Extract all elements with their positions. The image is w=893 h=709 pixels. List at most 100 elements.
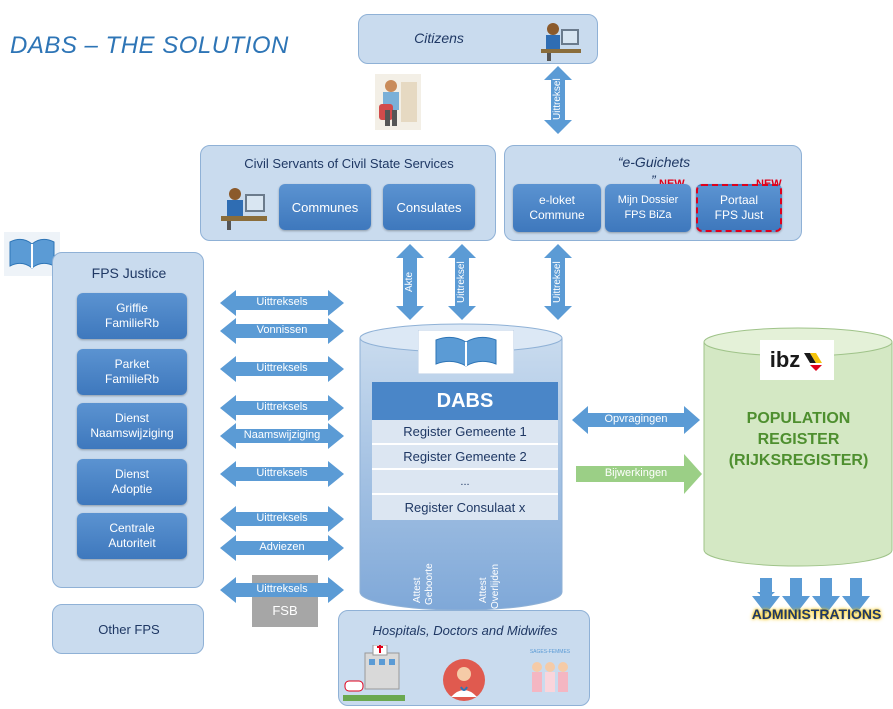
citizens-label: Citizens [414,30,464,46]
other-fps-label: Other FPS [98,622,160,637]
button-line: FPS BiZa [624,209,672,221]
double-arrow [544,244,572,320]
dabs-register-table: DABS Register Gemeente 1 Register Gemeen… [372,382,558,520]
register-row: Register Gemeente 2 [372,445,558,470]
button-line: Autoriteit [108,536,156,550]
arrow-label: Naamswijziging [243,429,321,441]
midwifes-image: SAGES-FEMMES [527,649,573,701]
button-line: Parket [114,357,150,371]
page-title: DABS – THE SOLUTION [10,32,289,59]
consulates-button[interactable]: Consulates [383,184,475,230]
e-guichets-quote: ” [651,172,656,188]
arrow-label: Uittreksels [256,583,308,595]
fps-justice-title: FPS Justice [91,265,167,281]
hospitals-panel: Hospitals, Doctors and Midwifes SAGES-FE… [338,610,590,706]
button-line: Griffie [116,301,148,315]
button-line: e-loket [538,193,575,207]
button-line: Dienst [114,467,149,481]
traveler-icon [375,74,421,130]
register-row: Register Gemeente 1 [372,420,558,445]
ibz-logo: ibz [760,340,834,380]
clerk-at-computer-icon [221,188,267,230]
arrow-label: Uittreksels [256,296,308,308]
arrow-label: Uittreksel [456,261,467,303]
arrow-label: Uittreksels [256,401,308,413]
doctor-icon [443,659,485,701]
e-guichets-title: “e-Guichets [617,154,691,170]
button-line: Dienst [114,411,149,425]
other-fps-panel: Other FPS [52,604,204,654]
button-line: Adoptie [111,482,153,496]
double-arrow [220,395,344,421]
button-line: Naamswijziging [90,426,174,440]
arrow-label: Uittreksels [256,362,308,374]
arrow-label: Akte [404,272,415,293]
bijwerkingen-label: Bijwerkingen [604,467,668,479]
double-arrow [220,318,344,344]
register-row: Register Consulaat x [372,495,558,520]
ibz-logo-text: ibz [769,347,801,372]
arrow-label: Geboorte [424,563,435,605]
double-arrow [220,461,344,487]
down-arrow [782,578,810,614]
midwives-icon [532,662,568,692]
book-logo-icon [418,330,514,374]
book-logo-icon [4,232,60,276]
arrow-label: Vonnissen [256,324,308,336]
belgian-flag-chevron-icon [804,353,823,371]
double-arrow [396,244,424,320]
button-line: Centrale [109,521,155,535]
civil-servants-title: Civil Servants of Civil State Services [244,156,454,171]
administrations-label: ADMINISTRATIONS [751,606,882,622]
down-arrow [752,578,780,614]
double-arrow [220,290,344,316]
button-line: Portaal [719,193,759,207]
person-at-computer-icon [541,23,581,61]
double-arrow [448,244,476,320]
button-line: FPS Just [714,208,764,222]
arrow-label: Uittreksels [256,512,308,524]
communes-button[interactable]: Communes [279,184,371,230]
down-arrow [812,578,840,614]
green-arrow [576,454,702,494]
population-line: POPULATION [746,410,851,427]
double-arrow [220,356,344,382]
arrow-label: Adviezen [259,541,305,553]
fsb-label: FSB [272,603,298,618]
civil-servants-panel: Civil Servants of Civil State Services C… [200,145,496,241]
double-arrow [220,577,344,603]
double-arrow [544,66,572,134]
arrow-label: Uittreksels [256,467,308,479]
citizens-panel: Citizens [358,14,598,64]
arrow-label: Overlijden [490,563,501,609]
double-arrow [572,406,700,434]
button-line: FamilieRb [104,372,159,386]
double-arrow [220,535,344,561]
button-line: FamilieRb [104,316,159,330]
population-line: REGISTER [757,431,840,448]
population-line: (RIJKSREGISTER) [728,452,869,469]
hospital-building-icon [343,645,405,701]
arrow-label: Uittreksel [552,78,563,120]
opvragingen-label: Opvragingen [604,413,668,425]
double-arrow [220,423,344,449]
sages-femmes-label: SAGES-FEMMES [529,649,571,655]
dabs-title: DABS [372,382,558,420]
button-line: Mijn Dossier [617,194,679,206]
double-arrow [220,506,344,532]
register-row: ... [372,470,558,495]
population-register-title: POPULATION REGISTER (RIJKSREGISTER) [704,408,893,471]
down-arrow [842,578,870,614]
button-line: Commune [529,208,585,222]
